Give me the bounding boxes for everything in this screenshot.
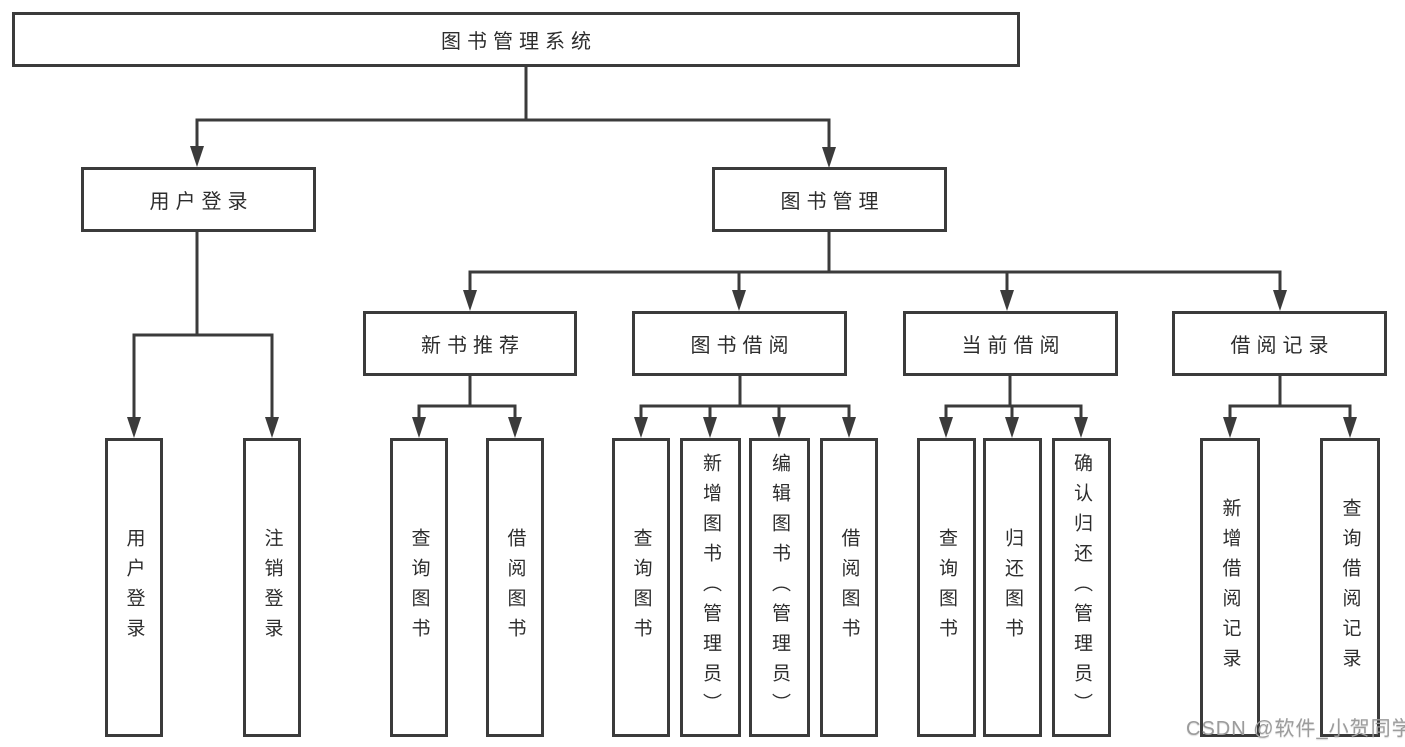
watermark: CSDN @软件_小贺同学 <box>1186 718 1405 740</box>
arrow-to-leaf-confirm-return <box>1074 406 1088 438</box>
arrow-to-leaf-logout <box>265 335 279 438</box>
arrow-to-book-management <box>822 120 836 168</box>
node-borrow-records: 借阅记录 <box>1172 311 1387 376</box>
arrow-to-current-borrow <box>1000 272 1014 311</box>
node-book-management-label: 图书管理 <box>780 191 885 213</box>
leaf-add-borrow-record: 新增借阅记录 <box>1200 438 1260 737</box>
leaf-edit-book-admin: 编辑图书（管理员） <box>749 438 810 737</box>
leaf-query-books-3-label: 查询图书 <box>936 527 957 648</box>
leaf-query-borrow-record: 查询借阅记录 <box>1320 438 1380 737</box>
arrow-to-leaf-query-books-1 <box>412 406 426 438</box>
leaf-borrow-books-2: 借阅图书 <box>820 438 878 737</box>
node-book-management: 图书管理 <box>712 167 947 232</box>
leaf-logout-label: 注销登录 <box>261 527 283 648</box>
node-new-book-recommend-label: 新书推荐 <box>421 335 525 357</box>
arrow-to-new-book-recommend <box>463 272 477 311</box>
arrow-to-leaf-query-books-3 <box>939 406 953 438</box>
node-new-book-recommend: 新书推荐 <box>363 311 577 376</box>
leaf-confirm-return-admin-label: 确认归还（管理员） <box>1071 452 1092 723</box>
node-current-borrow: 当前借阅 <box>903 311 1118 376</box>
arrow-to-leaf-add-borrow-record <box>1223 406 1237 438</box>
arrow-to-leaf-add-book <box>703 406 717 438</box>
leaf-add-book-admin: 新增图书（管理员） <box>680 438 741 737</box>
leaf-borrow-books-1-label: 借阅图书 <box>504 527 526 648</box>
arrow-to-leaf-return-book <box>1005 406 1019 438</box>
leaf-borrow-books-2-label: 借阅图书 <box>838 527 860 648</box>
leaf-confirm-return-admin: 确认归还（管理员） <box>1052 438 1111 737</box>
node-library-system-label: 图书管理系统 <box>441 31 597 53</box>
leaf-borrow-books-1: 借阅图书 <box>486 438 544 737</box>
arrow-to-leaf-user-login <box>127 335 141 438</box>
leaf-add-book-admin-label: 新增图书（管理员） <box>700 452 721 723</box>
leaf-query-books-2: 查询图书 <box>612 438 670 737</box>
leaf-query-borrow-record-label: 查询借阅记录 <box>1339 497 1361 678</box>
node-library-system: 图书管理系统 <box>12 12 1020 67</box>
arrow-to-leaf-query-borrow-record <box>1343 406 1357 438</box>
node-current-borrow-label: 当前借阅 <box>961 335 1066 357</box>
arrow-to-leaf-query-books-2 <box>634 406 648 438</box>
node-user-login-label: 用户登录 <box>149 191 254 213</box>
leaf-query-books-3: 查询图书 <box>917 438 976 737</box>
leaf-user-login-label: 用户登录 <box>123 527 145 648</box>
arrow-to-leaf-borrow-books-2 <box>842 406 856 438</box>
leaf-logout: 注销登录 <box>243 438 301 737</box>
arrow-to-book-borrow <box>732 272 746 311</box>
node-user-login: 用户登录 <box>81 167 316 232</box>
leaf-return-book-label: 归还图书 <box>1002 527 1023 648</box>
arrow-to-leaf-edit-book <box>772 406 786 438</box>
leaf-query-books-1: 查询图书 <box>390 438 448 737</box>
leaf-add-borrow-record-label: 新增借阅记录 <box>1219 497 1241 678</box>
leaf-user-login: 用户登录 <box>105 438 163 737</box>
leaf-query-books-2-label: 查询图书 <box>630 527 652 648</box>
arrow-to-user-login <box>190 120 204 167</box>
node-borrow-records-label: 借阅记录 <box>1230 335 1335 357</box>
leaf-edit-book-admin-label: 编辑图书（管理员） <box>769 452 790 723</box>
arrow-to-borrow-records <box>1273 272 1287 311</box>
leaf-return-book: 归还图书 <box>983 438 1042 737</box>
arrow-to-leaf-borrow-books-1 <box>508 406 522 438</box>
node-book-borrow: 图书借阅 <box>632 311 847 376</box>
node-book-borrow-label: 图书借阅 <box>690 335 795 357</box>
leaf-query-books-1-label: 查询图书 <box>408 527 430 648</box>
